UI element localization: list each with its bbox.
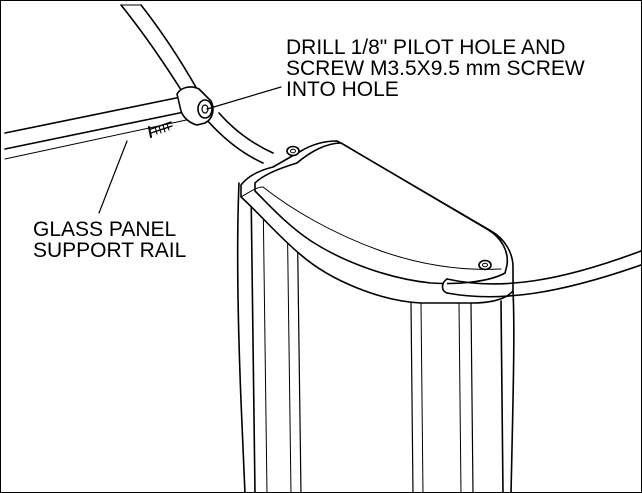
leader-lines: [98, 86, 282, 214]
rail-label-line-2: SUPPORT RAIL: [33, 239, 187, 262]
rail-connector-bracket: [176, 86, 214, 126]
lower-curved-rail: [205, 112, 274, 164]
drill-instruction-line-3: INTO HOLE: [286, 78, 399, 101]
drill-instruction-line-1: DRILL 1/8" PILOT HOLE AND: [286, 36, 566, 59]
upper-curved-rail: [120, 4, 198, 94]
drill-instruction-callout: DRILL 1/8" PILOT HOLE AND SCREW M3.5X9.5…: [286, 37, 585, 100]
screw: [148, 121, 173, 138]
rail-label-line-1: GLASS PANEL: [33, 218, 177, 241]
rail-callout: GLASS PANEL SUPPORT RAIL: [33, 219, 186, 261]
post-cap: [240, 140, 514, 304]
drill-instruction-line-2: SCREW M3.5X9.5 mm SCREW: [286, 57, 585, 80]
right-curved-rail: [441, 250, 641, 298]
glass-panel-support-rail: [4, 96, 192, 160]
